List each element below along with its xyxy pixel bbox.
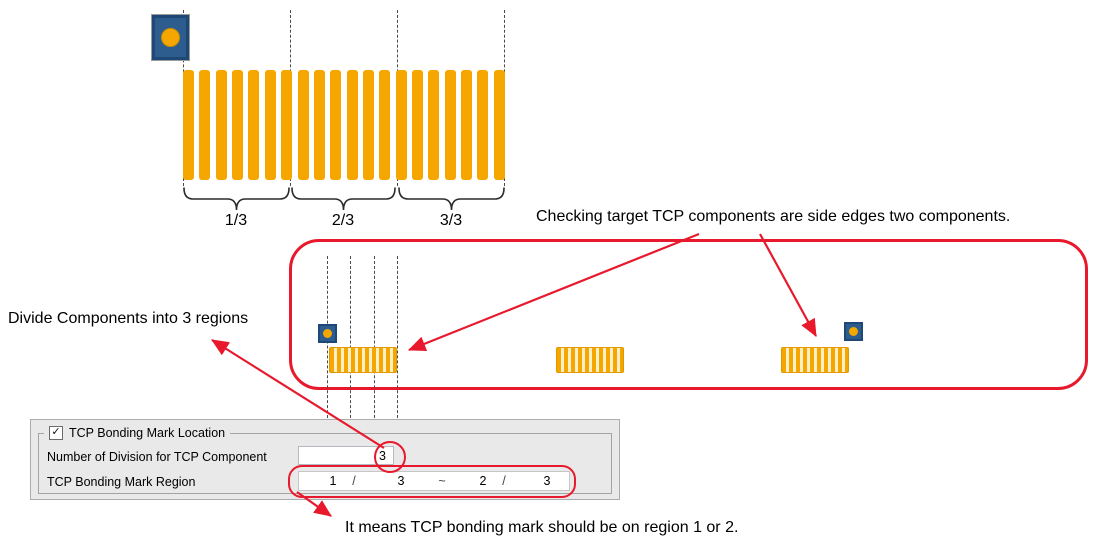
region-to-denominator[interactable]: 3 <box>543 474 551 488</box>
division-count-label: Number of Division for TCP Component <box>47 450 267 464</box>
division-count-input[interactable] <box>298 446 394 465</box>
tcp-component-right <box>781 347 849 373</box>
meaning-note-text: It means TCP bonding mark should be on r… <box>345 519 739 536</box>
region-label-1: 1/3 <box>224 212 248 229</box>
region-range-highlight <box>288 465 576 498</box>
division-value-highlight <box>374 441 406 473</box>
region-slash: / <box>352 474 356 488</box>
bonding-mark-dot-icon <box>323 329 332 338</box>
component-division-dashed-line <box>350 256 351 428</box>
tcp-component-middle <box>556 347 624 373</box>
groupbox-legend: ✓ TCP Bonding Mark Location <box>44 426 231 440</box>
bonding-mark-dot-icon <box>161 28 180 47</box>
region-tilde: ~ <box>438 474 446 488</box>
board-outline-highlight <box>289 239 1088 390</box>
tcp-component-left <box>329 347 397 373</box>
tcp-bonding-mark-location-checkbox[interactable]: ✓ <box>49 426 63 440</box>
region-label-2: 2/3 <box>331 212 355 229</box>
groupbox-title: TCP Bonding Mark Location <box>69 426 226 440</box>
component-division-dashed-line <box>397 256 398 428</box>
region-range-fields[interactable]: 1 / 3 ~ 2 / 3 <box>298 471 570 491</box>
region-braces <box>183 187 505 211</box>
tcp-component-leads <box>183 70 505 180</box>
component-division-dashed-line <box>374 256 375 428</box>
region-label-3: 3/3 <box>439 212 463 229</box>
bonding-mark-icon-left <box>318 324 337 343</box>
tcp-bonding-settings-panel: ✓ TCP Bonding Mark Location Number of Di… <box>30 419 620 500</box>
region-to-numerator[interactable]: 2 <box>479 474 487 488</box>
brace-region-3 <box>398 187 505 211</box>
region-from-numerator[interactable]: 1 <box>329 474 337 488</box>
checking-note-text: Checking target TCP components are side … <box>536 208 1011 225</box>
bonding-mark-icon-right <box>844 322 863 341</box>
brace-region-1 <box>183 187 290 211</box>
region-from-denominator[interactable]: 3 <box>397 474 405 488</box>
region-slash: / <box>502 474 506 488</box>
divide-note-text: Divide Components into 3 regions <box>8 310 249 327</box>
bonding-mark-dot-icon <box>849 327 858 336</box>
brace-region-2 <box>291 187 396 211</box>
bonding-mark-icon <box>152 15 189 60</box>
region-range-label: TCP Bonding Mark Region <box>47 475 196 489</box>
